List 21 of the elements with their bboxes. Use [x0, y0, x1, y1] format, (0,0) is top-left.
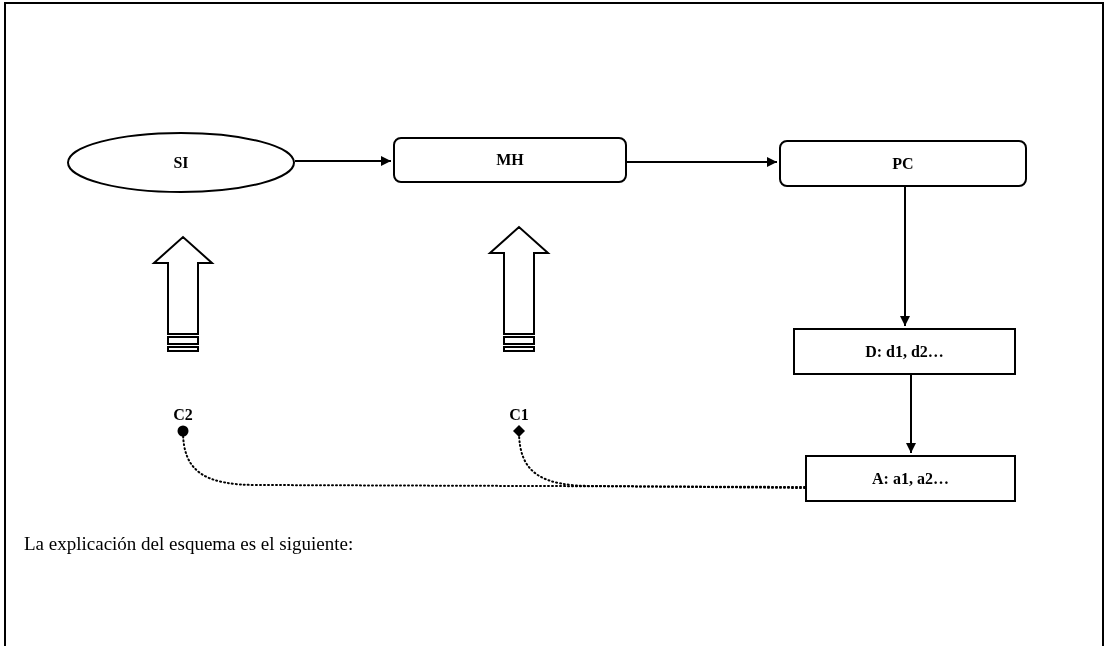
- block-arrow: [487, 225, 551, 352]
- dotted-connector: [177, 425, 806, 488]
- node-text: C2: [173, 405, 193, 425]
- node-text: D: d1, d2…: [865, 341, 944, 362]
- process-box: [779, 140, 1027, 187]
- process-box: [793, 328, 1016, 375]
- dotted-connector: [513, 425, 806, 489]
- process-box: [393, 137, 627, 183]
- node-text: C1: [509, 405, 529, 425]
- node-text: PC: [892, 153, 914, 174]
- process-box: [805, 455, 1016, 502]
- arrow: [294, 156, 392, 166]
- node-text: A: a1, a2…: [872, 468, 949, 489]
- explanation-text: La explicación del esquema es el siguiente:: [24, 532, 354, 556]
- arrow: [626, 157, 778, 167]
- node-text: SI: [173, 152, 189, 173]
- arrow: [900, 186, 910, 327]
- arrow: [906, 374, 916, 454]
- node-text: MH: [496, 150, 524, 170]
- block-arrow: [151, 235, 215, 352]
- process-ellipse: [67, 132, 295, 193]
